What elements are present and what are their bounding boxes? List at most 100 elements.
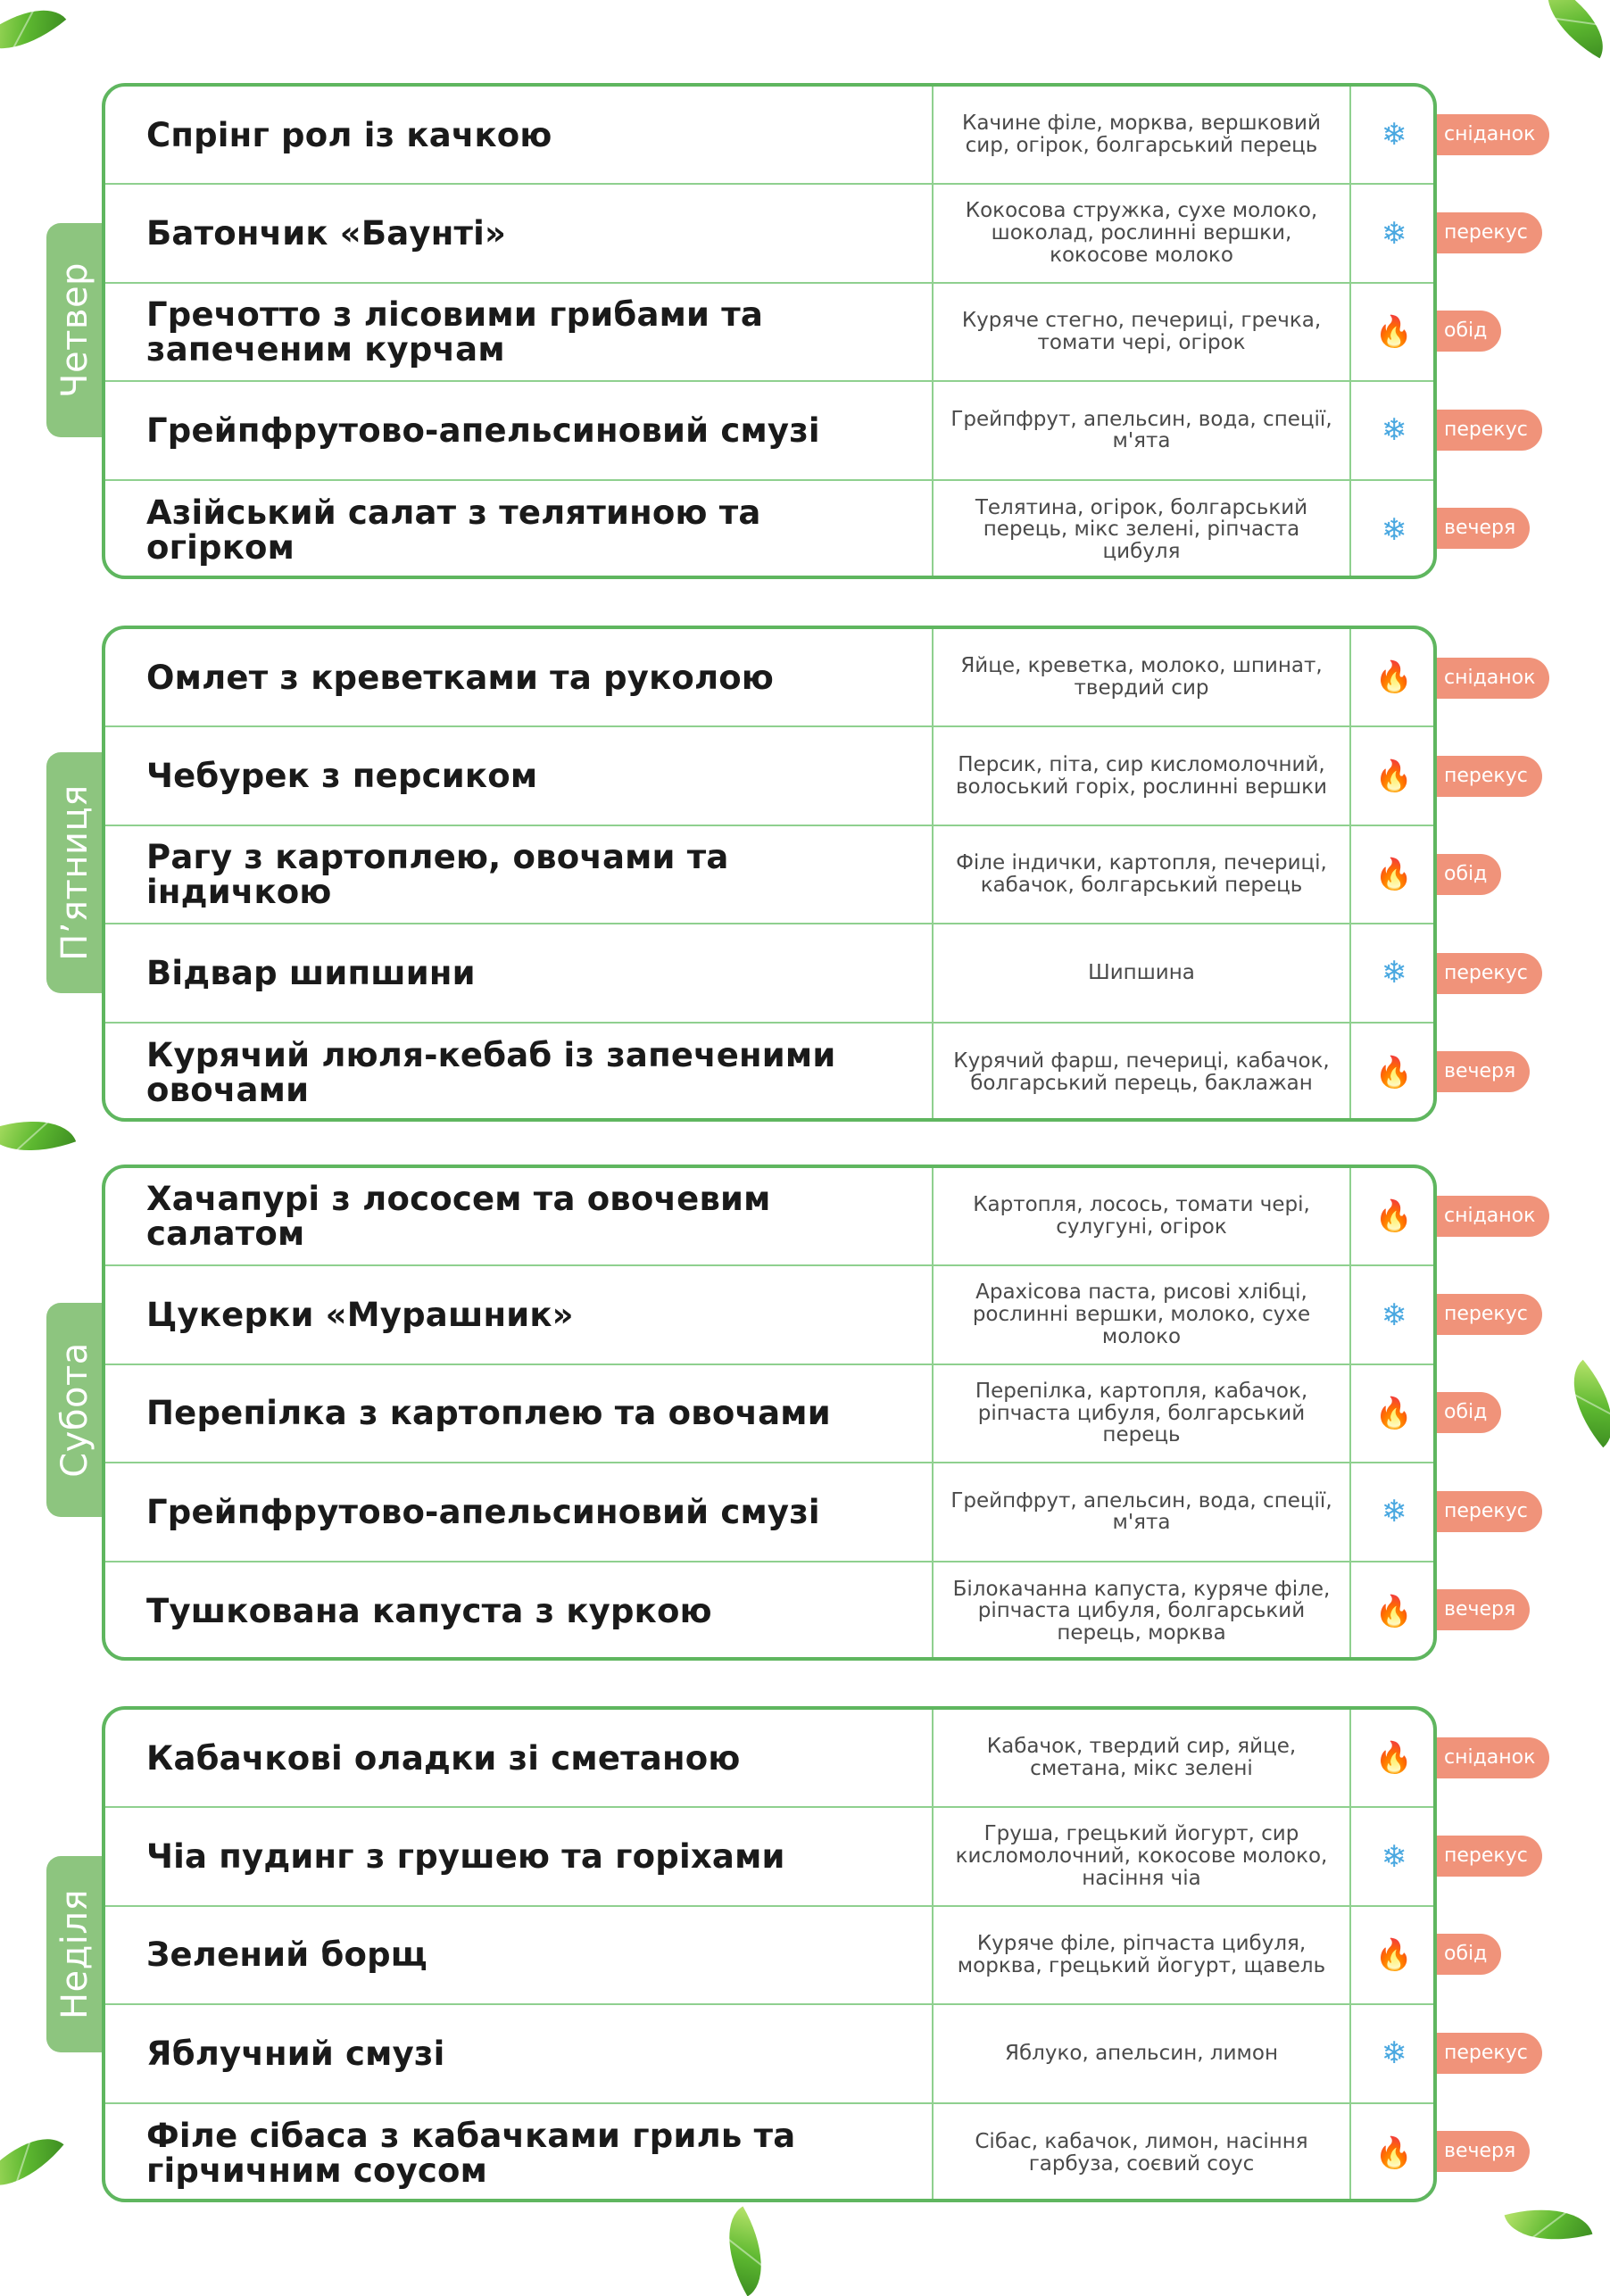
- meal-type-badge: обід: [1437, 1934, 1502, 1975]
- meal-row: Цукерки «Мурашник» Арахісова паста, рисо…: [105, 1266, 1433, 1365]
- leaf-decoration: [1551, 1359, 1610, 1448]
- meal-type-badge: обід: [1437, 1392, 1502, 1433]
- meal-row: Зелений борщ Куряче філе, ріпчаста цибул…: [105, 1906, 1433, 2006]
- meal-type-badge: перекус: [1437, 2033, 1542, 2074]
- day-block: Кабачкові оладки зі сметаною Кабачок, тв…: [102, 1706, 1437, 2202]
- flame-icon: 🔥: [1374, 313, 1414, 350]
- meal-row: Омлет з креветками та руколою Яйце, крев…: [105, 629, 1433, 728]
- leaf-decoration: [0, 0, 67, 71]
- meal-row: Тушкована капуста з куркою Білокачанна к…: [105, 1562, 1433, 1657]
- ingredients: Груша, грецький йогурт, сир кисломолочни…: [932, 1808, 1351, 1905]
- snowflake-icon: ❄: [1381, 117, 1407, 153]
- ingredients: Філе індички, картопля, печериці, кабачо…: [932, 825, 1351, 924]
- dish-name: Тушкована капуста з куркою: [146, 1592, 712, 1631]
- snowflake-icon: ❄: [1381, 1838, 1407, 1875]
- ingredients: Картопля, лосось, томати чері, сулугуні,…: [932, 1168, 1351, 1265]
- meal-type-badge: вечеря: [1437, 1051, 1531, 1092]
- dish-name: Чебурек з персиком: [146, 756, 538, 795]
- meal-type-badge: сніданок: [1437, 114, 1550, 155]
- meal-row: Чіа пудинг з грушею та горіхами Груша, г…: [105, 1808, 1433, 1907]
- ingredients: Білокачанна капуста, куряче філе, ріпчас…: [932, 1562, 1351, 1657]
- meal-row: Яблучний смузі Яблуко, апельсин, лимон ❄: [105, 2005, 1433, 2104]
- snowflake-icon: ❄: [1381, 1494, 1407, 1530]
- flame-icon: 🔥: [1374, 758, 1414, 794]
- meal-type-badge: перекус: [1437, 1836, 1542, 1877]
- meal-type-badge: обід: [1437, 311, 1502, 352]
- flame-icon: 🔥: [1374, 659, 1414, 696]
- meal-row: Грейпфрутово-апельсиновий смузі Грейпфру…: [105, 1463, 1433, 1562]
- snowflake-icon: ❄: [1381, 412, 1407, 449]
- dish-name: Філе сібаса з кабачками гриль та гірчичн…: [146, 2116, 796, 2190]
- flame-icon: 🔥: [1374, 1740, 1414, 1777]
- leaf-decoration: [1530, 0, 1610, 59]
- snowflake-icon: ❄: [1381, 2035, 1407, 2072]
- ingredients: Куряче стегно, печериці, гречка, томати …: [932, 283, 1351, 381]
- dish-name: Азійський салат з телятиною та огірком: [146, 493, 761, 567]
- dish-name: Рагу з картоплею, овочами та індичкою: [146, 837, 729, 911]
- ingredients: Кабачок, твердий сир, яйце, сметана, мік…: [932, 1710, 1351, 1807]
- leaf-decoration: [0, 2118, 64, 2207]
- ingredients: Персик, піта, сир кисломолочний, волоськ…: [932, 727, 1351, 825]
- meal-row: Рагу з картоплею, овочами та індичкою Фі…: [105, 825, 1433, 925]
- flame-icon: 🔥: [1374, 2134, 1414, 2171]
- meal-type-badge: перекус: [1437, 756, 1542, 797]
- snowflake-icon: ❄: [1381, 215, 1407, 252]
- meal-type-badge: вечеря: [1437, 2131, 1531, 2172]
- ingredients: Качине філе, морква, вершковий сир, огір…: [932, 87, 1351, 184]
- day-block: Хачапурі з лососем та овочевим салатом К…: [102, 1165, 1437, 1661]
- dish-name: Грейпфрутово-апельсиновий смузі: [146, 1492, 820, 1531]
- meal-row: Азійський салат з телятиною та огірком Т…: [105, 480, 1433, 576]
- ingredients: Перепілка, картопля, кабачок, ріпчаста ц…: [932, 1364, 1351, 1463]
- meal-type-badge: перекус: [1437, 212, 1542, 253]
- dish-name: Омлет з креветками та руколою: [146, 658, 775, 697]
- meal-row: Кабачкові оладки зі сметаною Кабачок, тв…: [105, 1710, 1433, 1809]
- meal-row: Перепілка з картоплею та овочами Перепіл…: [105, 1364, 1433, 1464]
- meal-type-badge: обід: [1437, 854, 1502, 895]
- leaf-decoration: [1504, 2194, 1593, 2255]
- leaf-decoration: [0, 1102, 77, 1170]
- day-block: Спрінг рол із качкою Качине філе, морква…: [102, 83, 1437, 579]
- flame-icon: 🔥: [1374, 1198, 1414, 1235]
- dish-name: Спрінг рол із качкою: [146, 115, 552, 154]
- dish-name: Яблучний смузі: [146, 2034, 445, 2073]
- dish-name: Грейпфрутово-апельсиновий смузі: [146, 410, 820, 450]
- dish-name: Перепілка з картоплею та овочами: [146, 1394, 831, 1433]
- meal-type-badge: вечеря: [1437, 1589, 1531, 1630]
- ingredients: Грейпфрут, апельсин, вода, спеції, м'ята: [932, 382, 1351, 479]
- meal-row: Спрінг рол із качкою Качине філе, морква…: [105, 87, 1433, 186]
- ingredients: Грейпфрут, апельсин, вода, спеції, м'ята: [932, 1463, 1351, 1561]
- meal-row: Батончик «Баунті» Кокосова стружка, сухе…: [105, 185, 1433, 284]
- meal-type-badge: вечеря: [1437, 508, 1531, 549]
- dish-name: Кабачкові оладки зі сметаною: [146, 1738, 741, 1778]
- flame-icon: 🔥: [1374, 1936, 1414, 1973]
- dish-name: Батончик «Баунті»: [146, 213, 507, 253]
- ingredients: Сібас, кабачок, лимон, насіння гарбуза, …: [932, 2103, 1351, 2199]
- day-block: Омлет з креветками та руколою Яйце, крев…: [102, 626, 1437, 1122]
- dish-name: Курячий люля-кебаб із запеченими овочами: [146, 1035, 836, 1109]
- meal-type-badge: сніданок: [1437, 1196, 1550, 1237]
- meal-type-badge: перекус: [1437, 1294, 1542, 1335]
- ingredients: Яйце, креветка, молоко, шпинат, твердий …: [932, 629, 1351, 726]
- meal-row: Чебурек з персиком Персик, піта, сир кис…: [105, 727, 1433, 826]
- day-tab: Четвер: [46, 223, 104, 437]
- dish-name: Цукерки «Мурашник»: [146, 1295, 574, 1334]
- snowflake-icon: ❄: [1381, 1297, 1407, 1333]
- ingredients: Шипшина: [932, 924, 1351, 1022]
- flame-icon: 🔥: [1374, 1395, 1414, 1431]
- snowflake-icon: ❄: [1381, 511, 1407, 548]
- ingredients: Куряче філе, ріпчаста цибуля, морква, гр…: [932, 1906, 1351, 2004]
- meal-row: Курячий люля-кебаб із запеченими овочами…: [105, 1023, 1433, 1118]
- meal-row: Гречотто з лісовими грибами та запеченим…: [105, 283, 1433, 383]
- leaf-decoration: [707, 2206, 784, 2296]
- meal-type-badge: перекус: [1437, 1491, 1542, 1532]
- ingredients: Яблуко, апельсин, лимон: [932, 2005, 1351, 2102]
- ingredients: Кокосова стружка, сухе молоко, шоколад, …: [932, 185, 1351, 282]
- meal-type-badge: сніданок: [1437, 1737, 1550, 1778]
- day-tab: П’ятниця: [46, 752, 104, 993]
- flame-icon: 🔥: [1374, 1054, 1414, 1090]
- meal-row: Грейпфрутово-апельсиновий смузі Грейпфру…: [105, 382, 1433, 481]
- ingredients: Телятина, огірок, болгарський перець, мі…: [932, 480, 1351, 576]
- dish-name: Чіа пудинг з грушею та горіхами: [146, 1836, 785, 1876]
- meal-row: Філе сібаса з кабачками гриль та гірчичн…: [105, 2103, 1433, 2199]
- flame-icon: 🔥: [1374, 856, 1414, 892]
